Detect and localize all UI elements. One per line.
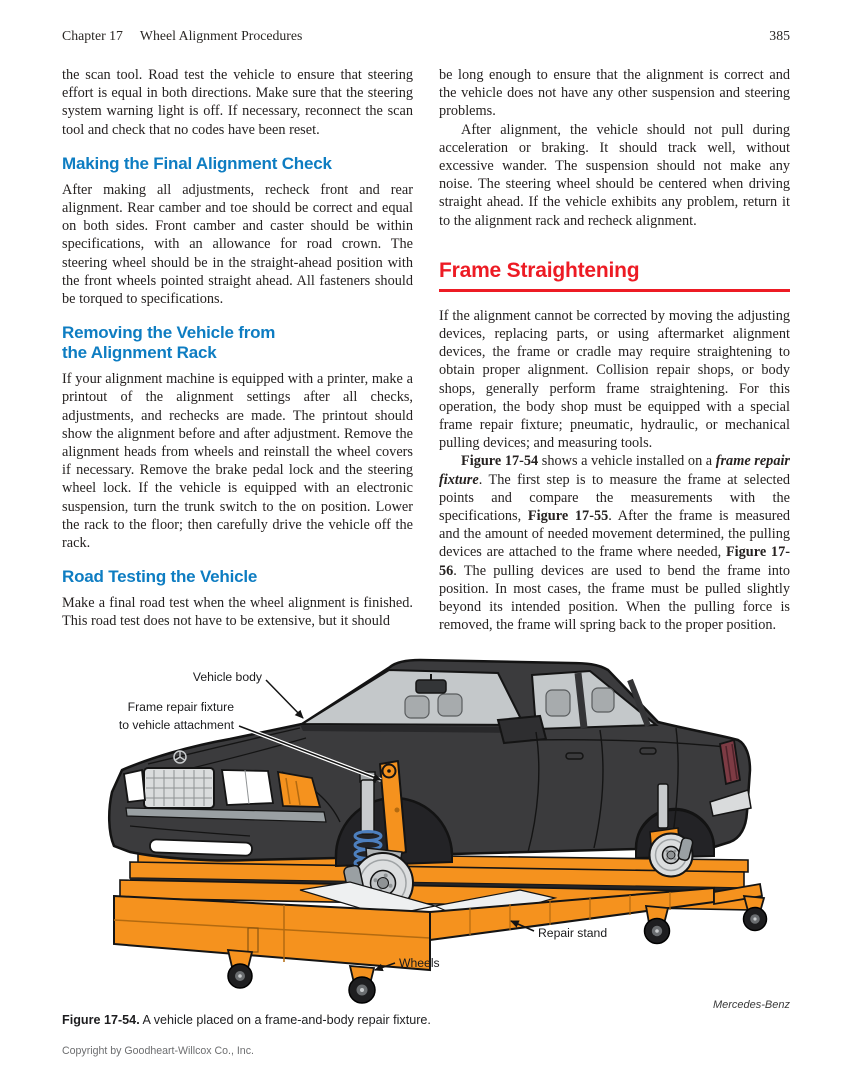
- figure-17-54: Vehicle body Frame repair fixture to veh…: [100, 640, 800, 1005]
- chapter-title: Wheel Alignment Procedures: [139, 28, 303, 43]
- tail-light: [718, 738, 742, 786]
- paragraph: Make a final road test when the wheel al…: [62, 595, 413, 630]
- label-repair-stand: Repair stand: [538, 926, 607, 940]
- column-left: the scan tool. Road test the vehicle to …: [62, 66, 413, 634]
- rear-suspension: [648, 783, 694, 878]
- paragraph: After making all adjustments, recheck fr…: [62, 181, 413, 308]
- paragraph: If the alignment cannot be corrected by …: [439, 307, 790, 452]
- section-heading-frame-straightening: Frame Straightening: [439, 258, 640, 282]
- rear-bumper-strip: [709, 789, 752, 817]
- vehicle-on-repair-fixture-illustration: Vehicle body Frame repair fixture to veh…: [108, 658, 768, 1004]
- page-number: 385: [769, 28, 790, 43]
- figure-caption-text: A vehicle placed on a frame-and-body rep…: [139, 1013, 431, 1027]
- text-columns: the scan tool. Road test the vehicle to …: [62, 66, 790, 634]
- bumper-strip: [149, 838, 253, 857]
- image-credit: Mercedes-Benz: [712, 999, 790, 1011]
- paragraph: Figure 17-54 shows a vehicle installed o…: [439, 453, 790, 634]
- front-door-handle: [565, 752, 584, 760]
- label-vehicle-body: Vehicle body: [193, 670, 263, 684]
- stand-front-box: [113, 894, 431, 972]
- rearview-mirror: [415, 679, 447, 694]
- page-header: Chapter 17 Wheel Alignment Procedures 385: [62, 28, 790, 44]
- caster-wheel: [226, 949, 254, 989]
- hood-star-emblem: [173, 750, 187, 764]
- column-right: be long enough to ensure that the alignm…: [439, 66, 790, 634]
- section-heading-road-testing: Road Testing the Vehicle: [62, 567, 258, 587]
- label-wheels: Wheels: [399, 956, 440, 970]
- caster-wheel: [348, 965, 376, 1004]
- running-head: Chapter 17 Wheel Alignment Procedures: [62, 28, 302, 44]
- section-heading-final-check: Making the Final Alignment Check: [62, 153, 332, 173]
- caster-wheel: [643, 904, 671, 945]
- caster-wheel: [742, 894, 768, 932]
- vehicle-body-illustration: [108, 658, 752, 862]
- figure-caption: Figure 17-54. A vehicle placed on a fram…: [62, 1013, 782, 1027]
- label-fixture-attachment-line2: to vehicle attachment: [119, 718, 235, 732]
- side-mirror: [496, 714, 548, 745]
- copyright-line: Copyright by Goodheart-Willcox Co., Inc.: [62, 1045, 254, 1057]
- paragraph: If your alignment machine is equipped wi…: [62, 371, 413, 552]
- rear-door-handle: [639, 747, 657, 755]
- red-heading-rule: [439, 288, 790, 292]
- paragraph: be long enough to ensure that the alignm…: [439, 67, 790, 120]
- paragraph: After alignment, the vehicle should not …: [439, 121, 790, 229]
- label-fixture-attachment-line1: Frame repair fixture: [128, 700, 235, 714]
- left-headlight: [122, 768, 146, 803]
- fixture-arm: [379, 760, 407, 858]
- paragraph: the scan tool. Road test the vehicle to …: [62, 67, 413, 138]
- figure-caption-number: Figure 17-54.: [62, 1013, 140, 1027]
- repair-stand-front: [113, 881, 768, 1004]
- chapter-label: Chapter 17: [62, 28, 123, 43]
